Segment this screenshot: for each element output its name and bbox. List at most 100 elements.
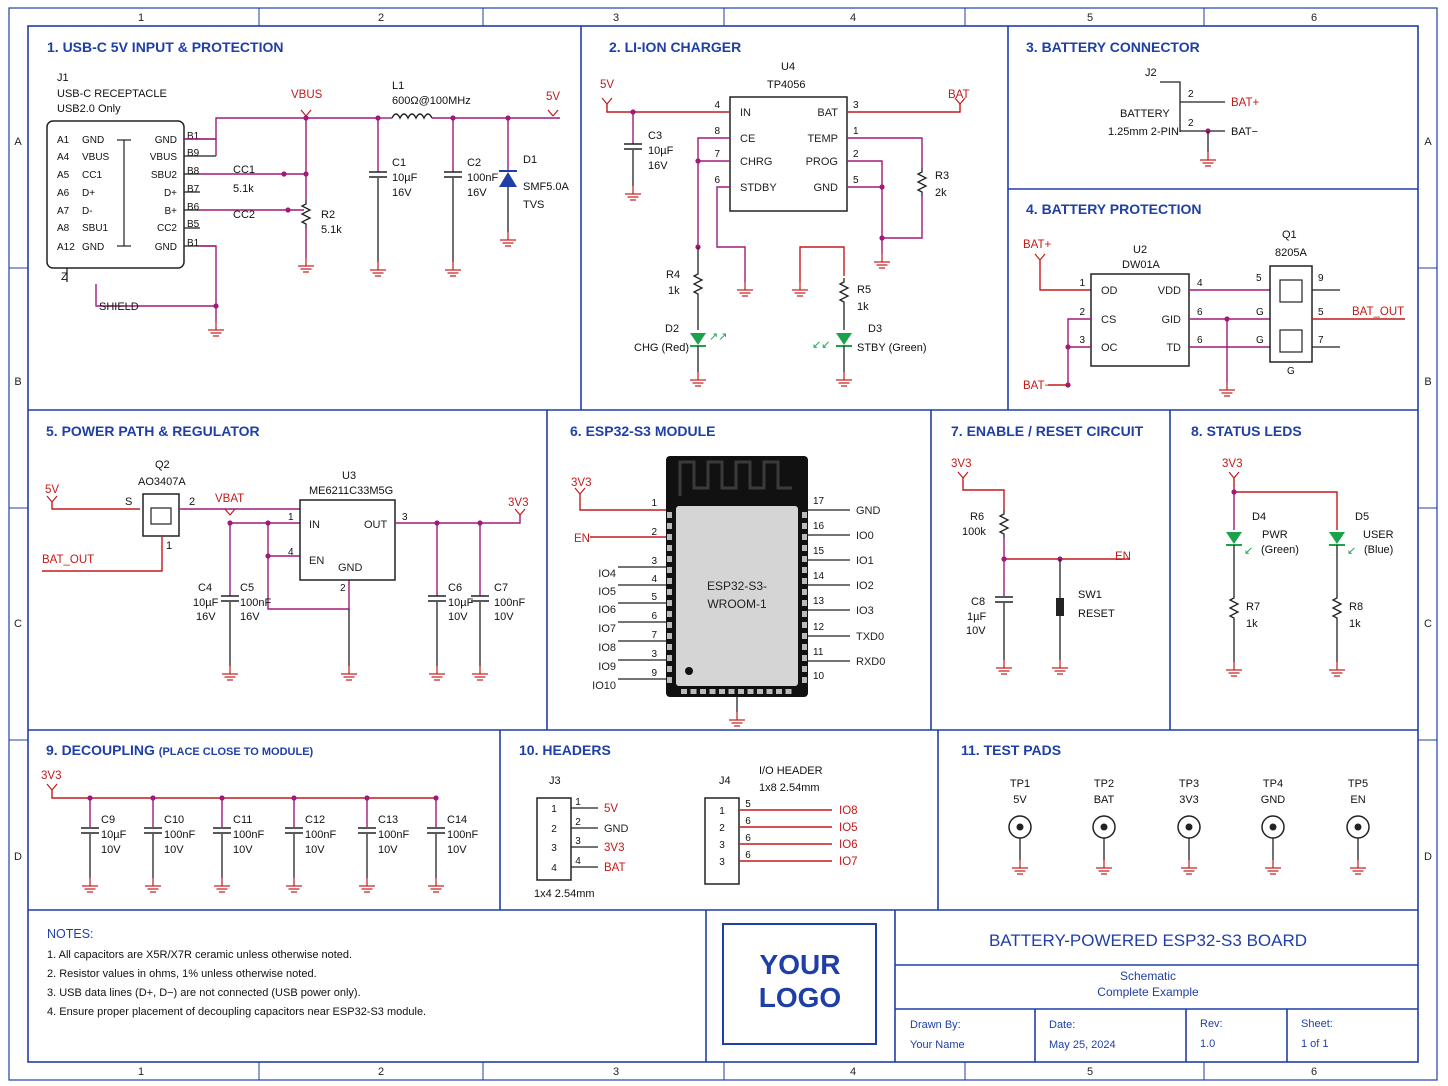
u2-left-pin-2: OC	[1101, 342, 1118, 354]
section-usb-input: 1. USB-C 5V INPUT & PROTECTION J1 USB-C …	[46, 39, 570, 337]
frame-col-bottom-3: 3	[613, 1066, 619, 1078]
module-pad-left	[667, 622, 672, 628]
q2-ref: Q2	[155, 459, 170, 471]
module-pad-left	[667, 578, 672, 584]
module-right-net-2: IO1	[856, 555, 874, 567]
u2-left-pin-0: OD	[1101, 285, 1118, 297]
usb-right-pin-5: B5	[187, 219, 200, 230]
module-pad-right	[802, 545, 807, 551]
testpad-net-3: GND	[1261, 794, 1286, 806]
reset-switch-sw1	[1056, 598, 1064, 616]
usb-right-pin-0: B1	[187, 131, 200, 142]
j4-net-3: IO7	[839, 856, 858, 868]
j3-inner-pin-2: 3	[551, 843, 557, 854]
mosfet-q1	[1269, 265, 1313, 363]
d3-value: STBY (Green)	[857, 342, 927, 354]
rev-label: Rev:	[1200, 1018, 1223, 1030]
module-left-net-3: IO7	[598, 623, 616, 635]
d2-value: CHG (Red)	[634, 342, 689, 354]
j3-net-1: GND	[604, 823, 629, 835]
decoupling-value-5: 100nF	[447, 829, 478, 841]
r7-ref: R7	[1246, 601, 1260, 613]
usb-left-name-4: D-	[82, 206, 93, 217]
decoupling-voltage-0: 10V	[101, 844, 121, 856]
reset-en-net-label: EN	[1115, 551, 1131, 563]
module-left-num-3: 6	[651, 611, 657, 622]
module-left-net-6: IO10	[592, 680, 616, 692]
u4-right-num-3: 5	[853, 175, 859, 186]
module-name-line2: WROOM-1	[707, 597, 767, 611]
usb-right-pin-3: B7	[187, 184, 200, 195]
usb-left-pin-2: A5	[57, 170, 70, 181]
logo-box	[722, 923, 877, 1045]
usb-left-pin-6: A12	[57, 242, 75, 253]
u2-left-pin-1: CS	[1101, 314, 1116, 326]
decoupling-note: (PLACE CLOSE TO MODULE)	[159, 746, 314, 758]
decoupling-ref-5: C14	[447, 814, 467, 826]
j4-net-0: IO8	[839, 805, 858, 817]
module-pad-bottom	[785, 689, 792, 694]
d5-color: (Blue)	[1364, 544, 1393, 556]
stby-led-d3	[836, 333, 852, 345]
frame-col-top-5: 5	[1087, 12, 1093, 24]
board-subtitle-2: Complete Example	[1097, 985, 1199, 999]
u2-right-pin-1: GID	[1161, 314, 1181, 326]
c6-value: 10µF	[448, 597, 474, 609]
board-subtitle-1: Schematic	[1120, 969, 1176, 983]
module-en-net-label: EN	[574, 533, 590, 545]
usb-left-name-1: VBUS	[82, 152, 110, 163]
vbus-net-label: VBUS	[291, 89, 323, 101]
usb-right-name-2: SBU2	[151, 170, 178, 181]
module-pad-right	[802, 633, 807, 639]
frame-row-left-b: B	[14, 376, 21, 388]
l1-ref: L1	[392, 80, 404, 92]
usb-left-pin-3: A6	[57, 188, 70, 199]
module-pad-right	[802, 578, 807, 584]
usb-right-pin-1: B9	[187, 148, 200, 159]
section-decoupling: 9. DECOUPLING (PLACE CLOSE TO MODULE) 3V…	[41, 742, 478, 893]
u3-gnd-num: 2	[340, 583, 346, 594]
note-3: 3. USB data lines (D+, D−) are not conne…	[47, 987, 361, 999]
u3-pin-gnd: GND	[338, 562, 363, 574]
d1-value: SMF5.0A	[523, 181, 570, 193]
usb-left-name-5: SBU1	[82, 223, 109, 234]
frame-col-bottom-4: 4	[850, 1066, 856, 1078]
decoupling-voltage-1: 10V	[164, 844, 184, 856]
q2-name: AO3407A	[138, 476, 186, 488]
decoupling-cap-symbol	[212, 827, 232, 834]
j2-package: 1.25mm 2-PIN	[1108, 126, 1179, 138]
c8-value: 1µF	[967, 611, 986, 623]
d4-ref: D4	[1252, 511, 1266, 523]
q1-pin-a: 5	[1256, 273, 1262, 284]
u2-right-num-1: 6	[1197, 307, 1203, 318]
section-reset: 7. ENABLE / RESET CIRCUIT 3V3 R6 100k EN…	[951, 423, 1144, 675]
c7-voltage: 10V	[494, 611, 514, 623]
header-j3	[536, 797, 572, 881]
u4-right-num-0: 3	[853, 100, 859, 111]
notes-heading: NOTES:	[47, 927, 94, 941]
u3-pin-in: IN	[309, 519, 320, 531]
decoupling-voltage-5: 10V	[447, 844, 467, 856]
module-right-num-3: 14	[813, 571, 825, 582]
j4-outer-pin-3: 6	[745, 850, 751, 861]
module-pad-bottom	[681, 689, 687, 694]
section-title-module: 6. ESP32-S3 MODULE	[570, 423, 716, 439]
shield-label: SHIELD	[99, 301, 139, 313]
usb-right-pin-6: B1	[187, 238, 200, 249]
j3-outer-pin-3: 4	[575, 856, 581, 867]
u3-pin-out: OUT	[364, 519, 388, 531]
usb-left-pin-5: A8	[57, 223, 70, 234]
decoupling-ref-2: C11	[233, 814, 252, 826]
frame-row-left-d: D	[14, 851, 22, 863]
u4-right-pin-3: GND	[814, 182, 839, 194]
usb-left-name-2: CC1	[82, 170, 102, 181]
usb-5v-net-label: 5V	[546, 91, 560, 103]
section-battery-connector: 3. BATTERY CONNECTOR J2 BATTERY 1.25mm 2…	[1026, 39, 1260, 167]
testpad-ref-0: TP1	[1010, 778, 1030, 790]
c1-voltage: 16V	[392, 187, 412, 199]
module-right-num-2: 15	[813, 546, 825, 557]
chg-led-d2	[690, 333, 706, 345]
svg-text:↙: ↙	[1244, 545, 1253, 557]
bat-out-net-label: BAT_OUT	[1352, 306, 1404, 318]
